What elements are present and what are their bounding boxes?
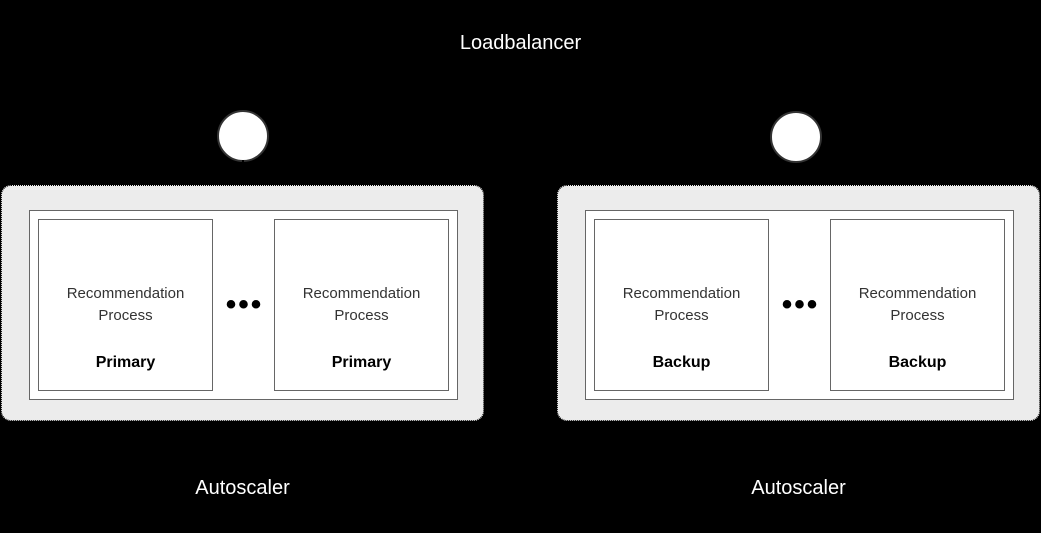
- process-name: Recommendation Process: [858, 285, 977, 324]
- autoscaler-label-right: Autoscaler: [751, 477, 846, 499]
- autoscaler-group-left: Recommendation Process Primary ••• Recom…: [1, 185, 484, 421]
- process-container-right: Recommendation Process Backup ••• Recomm…: [585, 210, 1014, 400]
- process-node: Recommendation Process Backup: [830, 219, 1005, 391]
- ellipsis-dots: •••: [781, 288, 820, 321]
- ellipsis-dots: •••: [225, 288, 264, 321]
- process-node: Recommendation Process Backup: [594, 219, 769, 391]
- process-name: Recommendation Process: [622, 285, 741, 324]
- process-name: Recommendation Process: [66, 285, 185, 324]
- loadbalancer-label: Loadbalancer: [459, 32, 582, 54]
- process-role: Primary: [95, 354, 156, 371]
- autoscaler-group-right: Recommendation Process Backup ••• Recomm…: [557, 185, 1040, 421]
- loadbalancer-node-left: [217, 110, 269, 162]
- process-container-left: Recommendation Process Primary ••• Recom…: [29, 210, 458, 400]
- process-node: Recommendation Process Primary: [38, 219, 213, 391]
- process-node: Recommendation Process Primary: [274, 219, 449, 391]
- process-role: Primary: [331, 354, 392, 371]
- process-role: Backup: [888, 354, 947, 371]
- process-role: Backup: [652, 354, 711, 371]
- loadbalancer-node-right: [770, 111, 822, 163]
- autoscaler-label-left: Autoscaler: [195, 477, 290, 499]
- process-name: Recommendation Process: [302, 285, 421, 324]
